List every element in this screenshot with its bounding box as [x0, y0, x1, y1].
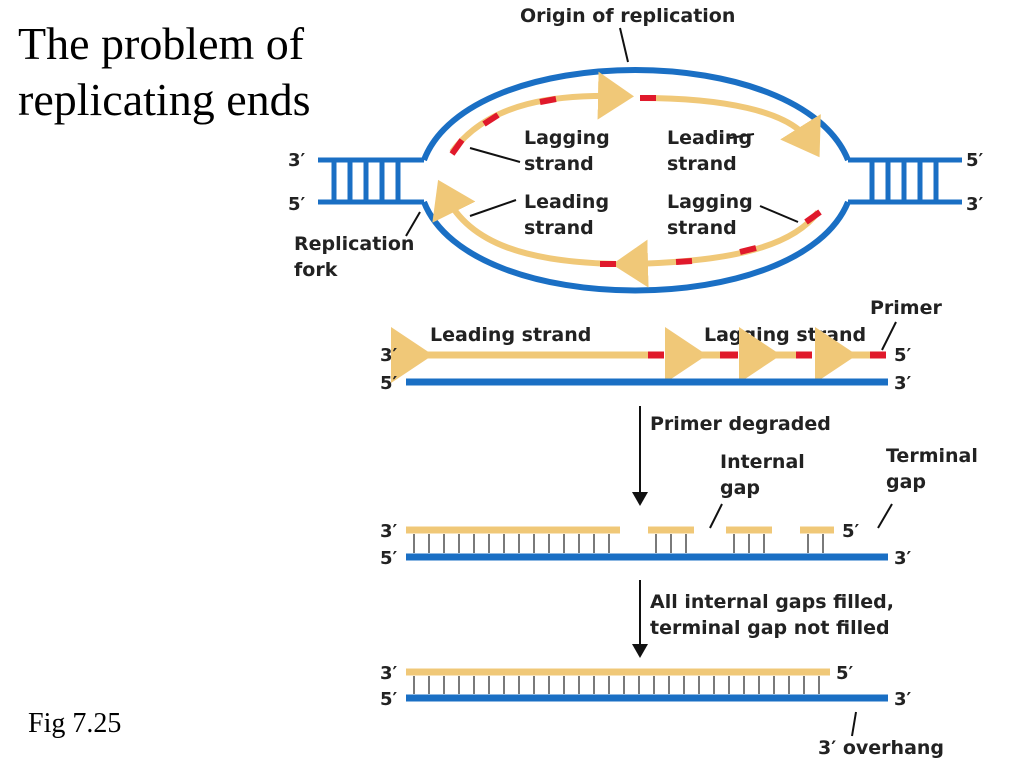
- panel-primers: Leading strand Lagging strand Primer 3′ …: [380, 297, 942, 394]
- leading-right-label-2: strand: [667, 153, 737, 175]
- origin-label: Origin of replication: [520, 5, 735, 27]
- panel-filled: 3′ 5′ 5′ 3′ 3′ overhang: [380, 663, 944, 759]
- leading-left-label-2: strand: [524, 217, 594, 239]
- terminal-gap-label-2: gap: [886, 471, 926, 493]
- lagging-right-label-1: Lagging: [667, 191, 753, 213]
- bubble-top-strand: [421, 67, 851, 162]
- base-pair-rungs: [413, 676, 820, 694]
- replication-bubble: Origin of replication Lagging strand Lea…: [288, 5, 984, 294]
- lagging-right-label-2: strand: [667, 217, 737, 239]
- leading-strand-label: Leading strand: [430, 324, 591, 346]
- terminal-gap-label-1: Terminal: [886, 445, 978, 467]
- fork-label-1: Replication: [294, 233, 414, 255]
- primer-mark: [449, 138, 465, 156]
- p3-left-5prime: 5′: [380, 689, 398, 710]
- p2-left-5prime: 5′: [380, 548, 398, 569]
- p1-right-5prime: 5′: [894, 345, 912, 366]
- top-right-5prime: 5′: [966, 150, 984, 171]
- primer-mark: [482, 112, 500, 127]
- p1-left-3prime: 3′: [380, 345, 398, 366]
- primer-mark: [804, 209, 822, 225]
- p1-left-5prime: 5′: [380, 373, 398, 394]
- step1-label: Primer degraded: [650, 413, 831, 435]
- step2-label-line1: All internal gaps filled,: [650, 591, 894, 613]
- p2-left-3prime: 3′: [380, 521, 398, 542]
- primer-mark: [675, 258, 693, 265]
- p2-right-5prime: 5′: [842, 521, 860, 542]
- lagging-left-label-1: Lagging: [524, 127, 610, 149]
- step2-label-line2: terminal gap not filled: [650, 617, 890, 639]
- fork-label-2: fork: [294, 259, 338, 281]
- leading-left-label-1: Leading: [524, 191, 609, 213]
- panel-gaps: 3′ 5′ 5′ 3′: [380, 521, 912, 569]
- top-left-5prime: 5′: [288, 194, 306, 215]
- p2-right-3prime: 3′: [894, 548, 912, 569]
- slide-title: The problem of replicating ends: [18, 16, 311, 128]
- lagging-left-label-2: strand: [524, 153, 594, 175]
- right-duplex: [848, 157, 962, 205]
- p3-left-3prime: 3′: [380, 663, 398, 684]
- internal-gap-label-2: gap: [720, 477, 760, 499]
- bubble-leading-left-strand: [432, 179, 617, 267]
- overhang-label: 3′ overhang: [818, 737, 944, 759]
- bubble-leading-right-strand: [639, 95, 821, 158]
- top-left-3prime: 3′: [288, 150, 306, 171]
- bubble-lagging-left-strand: [449, 71, 634, 154]
- base-pair-rungs: [413, 534, 824, 553]
- bubble-bottom-strand: [421, 200, 851, 294]
- p3-right-3prime: 3′: [894, 689, 912, 710]
- primer-mark: [539, 96, 557, 105]
- title-line-1: The problem of: [18, 18, 305, 69]
- title-line-2: replicating ends: [18, 74, 311, 125]
- figure-label: Fig 7.25: [28, 708, 122, 739]
- lagging-strand-label: Lagging strand: [704, 324, 866, 346]
- p1-right-3prime: 3′: [894, 373, 912, 394]
- primer-mark: [739, 245, 757, 255]
- leading-right-label-1: Leading: [667, 127, 752, 149]
- top-right-3prime: 3′: [966, 194, 984, 215]
- primer-label: Primer: [870, 297, 942, 319]
- internal-gap-label-1: Internal: [720, 451, 805, 473]
- bubble-primers: [449, 95, 822, 267]
- p3-right-5prime: 5′: [836, 663, 854, 684]
- left-duplex: [318, 157, 424, 205]
